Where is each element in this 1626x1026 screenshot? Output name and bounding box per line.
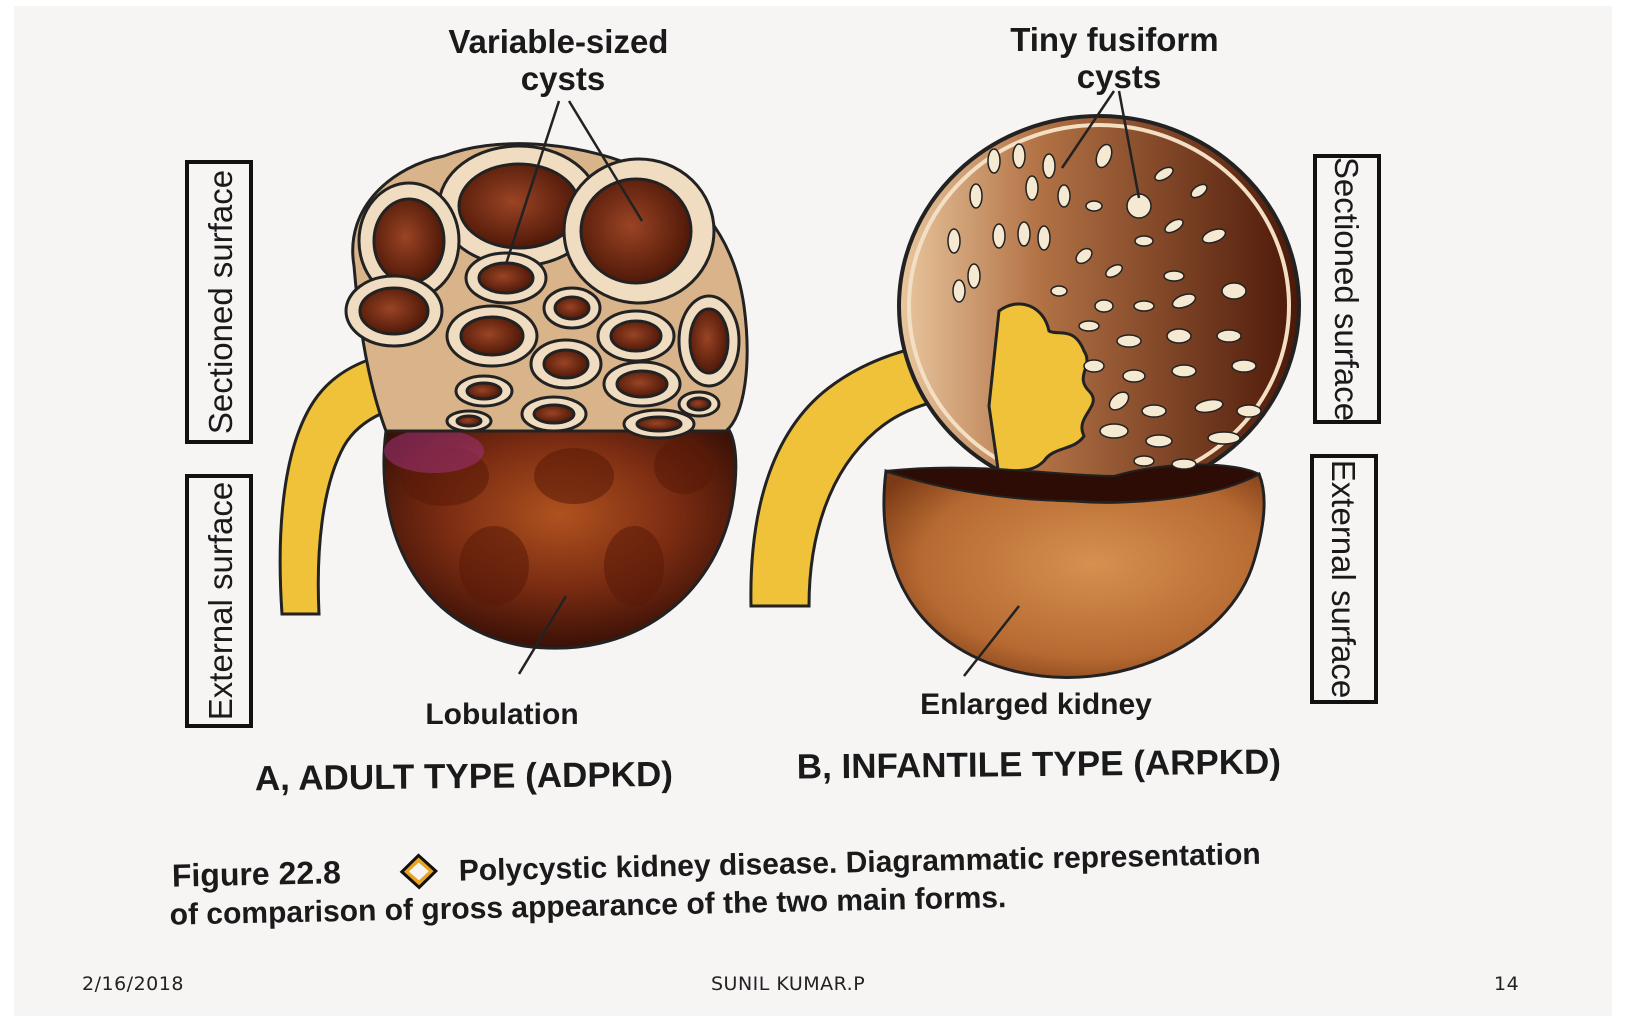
cyst [598,311,674,361]
cyst [564,159,714,303]
footer-date: 2/16/2018 [82,973,184,995]
cyst [346,276,442,346]
caption-line-1: Polycystic kidney disease. Diagrammatic … [458,838,1261,888]
diamond-icon [401,855,436,888]
cyst [456,376,512,406]
infantile-kidney-drawing [751,91,1299,677]
cyst [679,296,739,386]
figure-number: Figure 22.8 [171,854,341,894]
cyst [447,411,491,431]
label-enlarged-kidney: Enlarged kidney [920,688,1152,721]
label-lobulation: Lobulation [425,698,578,731]
slide: Variable-sized cysts Tiny fusiform cysts… [14,6,1612,1016]
label-external-surface-left: External surface [202,482,239,720]
cyst [544,288,600,328]
cyst [679,392,719,416]
cyst [447,306,537,366]
label-external-surface-right: External surface [1325,460,1362,698]
footer-page-number: 14 [1494,973,1519,995]
label-panel-b: B, INFANTILE TYPE (ARPKD) [797,742,1282,786]
figure-illustration: Variable-sized cysts Tiny fusiform cysts… [14,6,1612,1016]
adult-kidney-drawing [280,101,747,674]
cyst [604,362,680,406]
cyst [531,340,601,388]
footer-author: SUNIL KUMAR.P [711,973,865,995]
cyst [624,410,694,438]
label-variable-sized-cysts: Variable-sized cysts [448,23,677,97]
label-sectioned-surface-right: Sectioned surface [1328,157,1365,421]
label-panel-a: A, ADULT TYPE (ADPKD) [255,755,673,798]
figure-caption: Figure 22.8 Polycystic kidney disease. D… [168,835,1261,932]
cyst [522,397,586,431]
label-sectioned-surface-left: Sectioned surface [202,170,239,434]
label-tiny-fusiform-cysts: Tiny fusiform cysts [1010,21,1228,95]
